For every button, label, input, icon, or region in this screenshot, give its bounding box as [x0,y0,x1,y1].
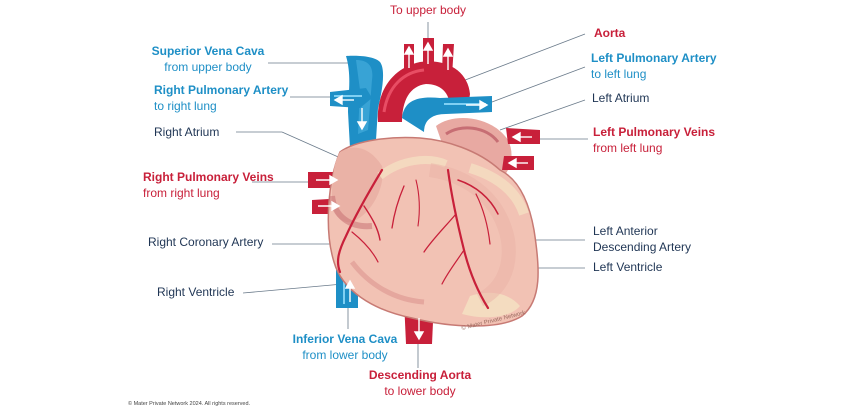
leader-left-atrium [499,99,586,131]
leader-aorta [459,33,586,83]
label-inferior-vena-cava: Inferior Vena Cava from lower body [292,332,398,362]
flow-arrows [316,41,532,341]
label-left-pulmonary-veins: Left Pulmonary Veins from left lung [593,125,716,155]
heart-body [327,136,539,327]
label-right-ventricle: Right Ventricle [157,285,235,299]
coronary-arteries [336,168,499,310]
copyright-notice: © Mater Private Network 2024. All rights… [128,401,251,407]
label-right-pulmonary-artery: Right Pulmonary Artery to right lung [154,83,289,113]
arrow-left-rpa-icon [333,94,354,106]
label-left-anterior-descending-artery: Left Anterior Descending Artery [593,224,692,254]
arrow-right-rpv2-icon [318,200,341,212]
arrow-right-lpa-icon [466,99,489,111]
label-right-coronary-artery: Right Coronary Artery [148,235,264,249]
right-coronary-artery-path [336,168,384,274]
arrow-up-3-icon [442,47,454,70]
leader-left-pulmonary-artery [491,66,586,103]
label-superior-vena-cava: Superior Vena Cava from upper body [151,44,265,74]
arrow-left-lpv2-icon [507,157,528,169]
leader-lines [236,22,588,368]
label-left-ventricle: Left Ventricle [593,260,663,274]
label-right-pulmonary-veins: Right Pulmonary Veins from right lung [143,170,274,200]
arrow-up-ivc-icon [344,279,356,302]
label-descending-aorta: Descending Aorta to lower body [368,368,472,398]
label-aorta: Aorta [594,26,626,40]
label-left-atrium: Left Atrium [592,91,650,105]
label-right-atrium: Right Atrium [154,125,220,139]
arrow-up-1-icon [403,45,415,68]
leader-right-atrium-b [281,131,346,161]
arrow-down-svc-icon [356,108,368,131]
arrow-up-2-icon [422,41,434,64]
arrow-left-lpv1-icon [511,131,532,143]
arrow-right-rpv1-icon [316,174,339,186]
label-to-upper-body: To upper body [389,3,467,17]
arrow-down-da-icon [413,318,425,341]
label-left-pulmonary-artery: Left Pulmonary Artery to left lung [591,51,717,81]
